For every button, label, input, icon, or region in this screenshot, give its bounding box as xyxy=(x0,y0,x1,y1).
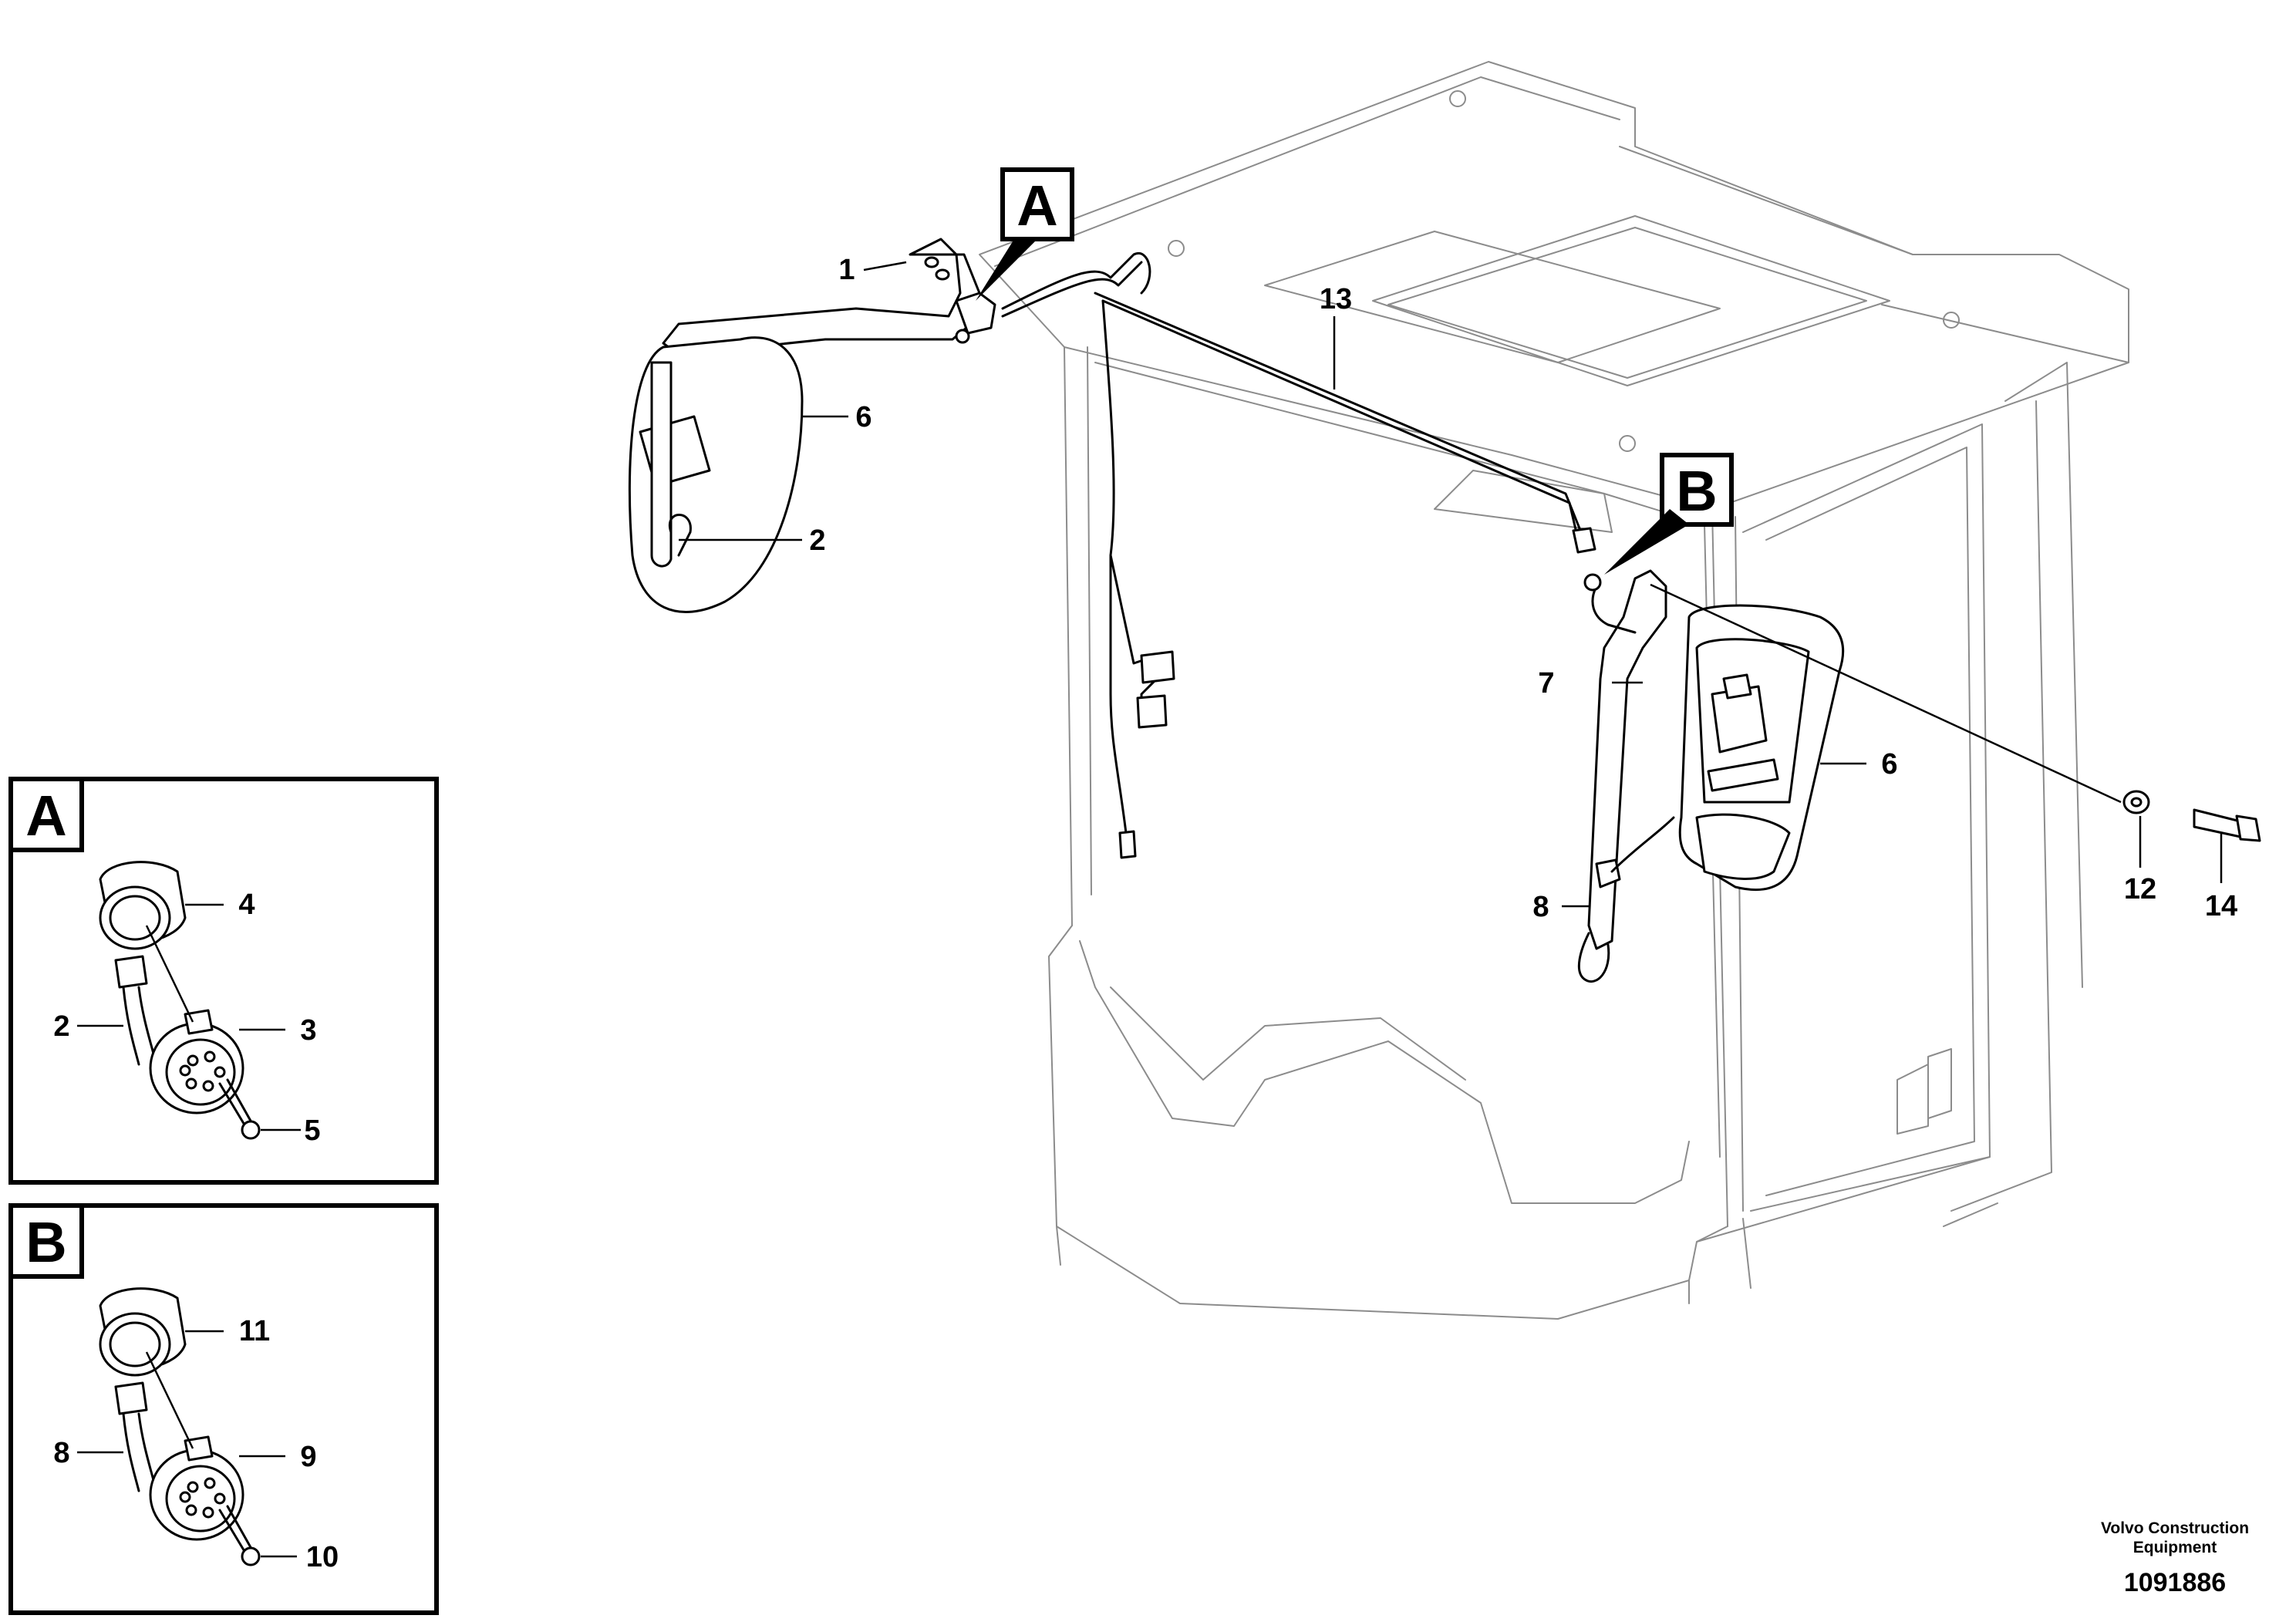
part-number: 1091886 xyxy=(2124,1568,2226,1597)
callout-3: 3 xyxy=(300,1014,316,1047)
detail-box-a-label: A xyxy=(25,784,66,848)
bolt-leader-line xyxy=(1650,583,2122,804)
callout-1: 1 xyxy=(838,254,855,286)
callout-13: 13 xyxy=(1320,283,1352,315)
callout-10: 10 xyxy=(306,1541,339,1573)
callout-7: 7 xyxy=(1538,667,1554,700)
callout-2-detail: 2 xyxy=(53,1010,69,1043)
brand-line-2: Equipment xyxy=(2133,1539,2217,1556)
callout-12: 12 xyxy=(2124,873,2156,905)
callout-11: 11 xyxy=(239,1315,270,1347)
detail-marker-a: A xyxy=(976,167,1074,301)
callout-9: 9 xyxy=(300,1441,316,1473)
callout-4: 4 xyxy=(238,889,255,921)
callout-leaders xyxy=(679,261,2223,908)
callout-14: 14 xyxy=(2205,890,2237,922)
right-mirror-assembly xyxy=(1577,569,1845,983)
brand-line-1: Volvo Construction xyxy=(2101,1519,2249,1537)
callout-8: 8 xyxy=(1532,891,1549,923)
detail-box-b: B 11 8 9 10 xyxy=(8,1203,439,1615)
callout-2: 2 xyxy=(809,524,825,557)
callout-5: 5 xyxy=(304,1114,320,1147)
left-mirror-assembly xyxy=(628,238,996,613)
detail-marker-b: B xyxy=(1604,453,1734,575)
wiring-harness xyxy=(1001,251,1596,859)
callout-6-left: 6 xyxy=(855,401,872,433)
detail-marker-b-label: B xyxy=(1676,459,1717,523)
detail-box-a: A 4 2 3 5 xyxy=(8,777,439,1185)
footer: Volvo Construction Equipment 1091886 xyxy=(2101,1519,2249,1597)
detail-box-b-label: B xyxy=(25,1210,66,1274)
callout-8-detail: 8 xyxy=(53,1437,69,1469)
callout-6-right: 6 xyxy=(1881,748,1897,781)
washer-and-bolt xyxy=(2122,790,2261,842)
detail-marker-a-label: A xyxy=(1017,174,1057,238)
